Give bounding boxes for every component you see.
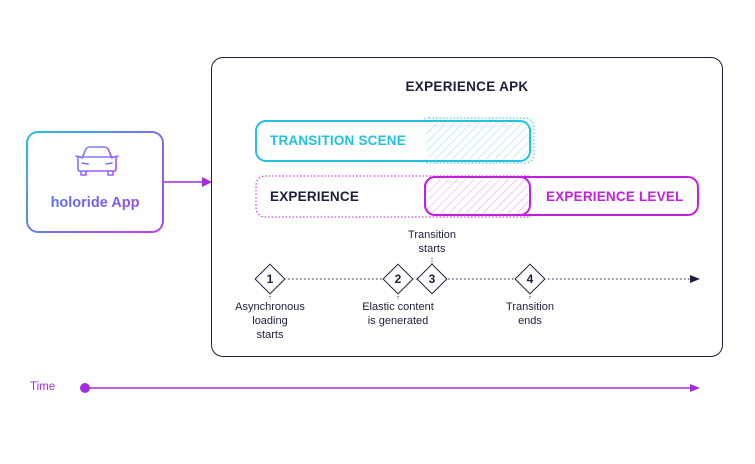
- step-2-line-1: Elastic content: [362, 301, 434, 313]
- step-4-caption: Transition ends: [490, 300, 570, 328]
- step-1-line-1: Asynchronous: [235, 301, 305, 313]
- experience-apk-box: [211, 57, 723, 357]
- time-axis-label: Time: [30, 381, 56, 393]
- time-axis-arrow: [80, 383, 700, 393]
- experience-apk-title: EXPERIENCE APK: [405, 79, 529, 94]
- holoride-app-box: holoride App: [26, 131, 164, 233]
- step-4-line-2: ends: [518, 315, 542, 327]
- step-3-caption: Transition starts: [392, 228, 472, 256]
- step-1-number: 1: [266, 272, 274, 286]
- step-1-line-2: loading: [252, 315, 288, 327]
- app-label: holoride App: [28, 195, 162, 211]
- step-3-line-1: Transition: [408, 229, 456, 241]
- step-1-caption: Asynchronous loading starts: [220, 300, 320, 342]
- app-to-apk-arrow: [164, 177, 212, 187]
- step-2-number: 2: [394, 272, 402, 286]
- car-icon: [75, 146, 119, 176]
- step-1-marker: 1: [254, 263, 286, 295]
- step-3-marker: 3: [416, 263, 448, 295]
- step-2-marker: 2: [382, 263, 414, 295]
- step-4-line-1: Transition: [506, 301, 554, 313]
- step-3-line-2: starts: [418, 243, 446, 255]
- transition-scene-label: TRANSITION SCENE: [270, 133, 406, 148]
- step-4-marker: 4: [514, 263, 546, 295]
- step-4-number: 4: [526, 272, 534, 286]
- step-3-number: 3: [428, 272, 436, 286]
- step-1-line-3: starts: [256, 329, 284, 341]
- step-2-caption: Elastic content is generated: [343, 300, 453, 328]
- experience-level-label: EXPERIENCE LEVEL: [546, 189, 684, 204]
- experience-label: EXPERIENCE: [270, 189, 360, 204]
- step-2-line-2: is generated: [367, 315, 429, 327]
